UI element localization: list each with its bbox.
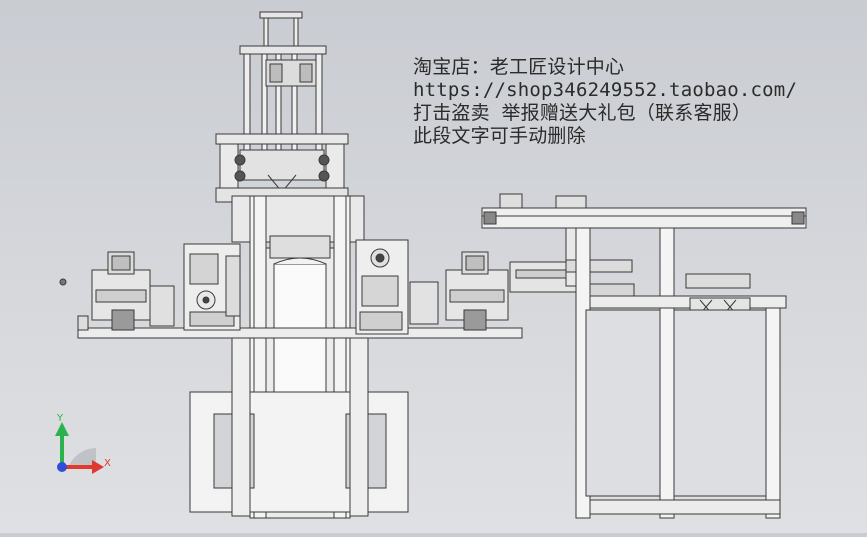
watermark-line-url: https://shop346249552.taobao.com/ (413, 79, 798, 101)
watermark-line-report: 打击盗卖 举报赠送大礼包（联系客服） (413, 102, 752, 124)
base-frame (189, 335, 409, 517)
watermark-line-note: 此段文字可手动删除 (413, 125, 586, 147)
triad-x-label: X (104, 458, 111, 469)
shop-watermark: 淘宝店：老工匠设计中心 https://shop346249552.taobao… (413, 56, 797, 148)
conveyor-frame (481, 193, 807, 519)
watermark-line-shop: 淘宝店：老工匠设计中心 (413, 56, 625, 78)
triad-y-label: Y (57, 413, 64, 424)
left-station (59, 243, 523, 339)
right-station (355, 239, 579, 335)
top-lift-assembly (215, 11, 349, 229)
coordinate-triad (55, 422, 104, 474)
